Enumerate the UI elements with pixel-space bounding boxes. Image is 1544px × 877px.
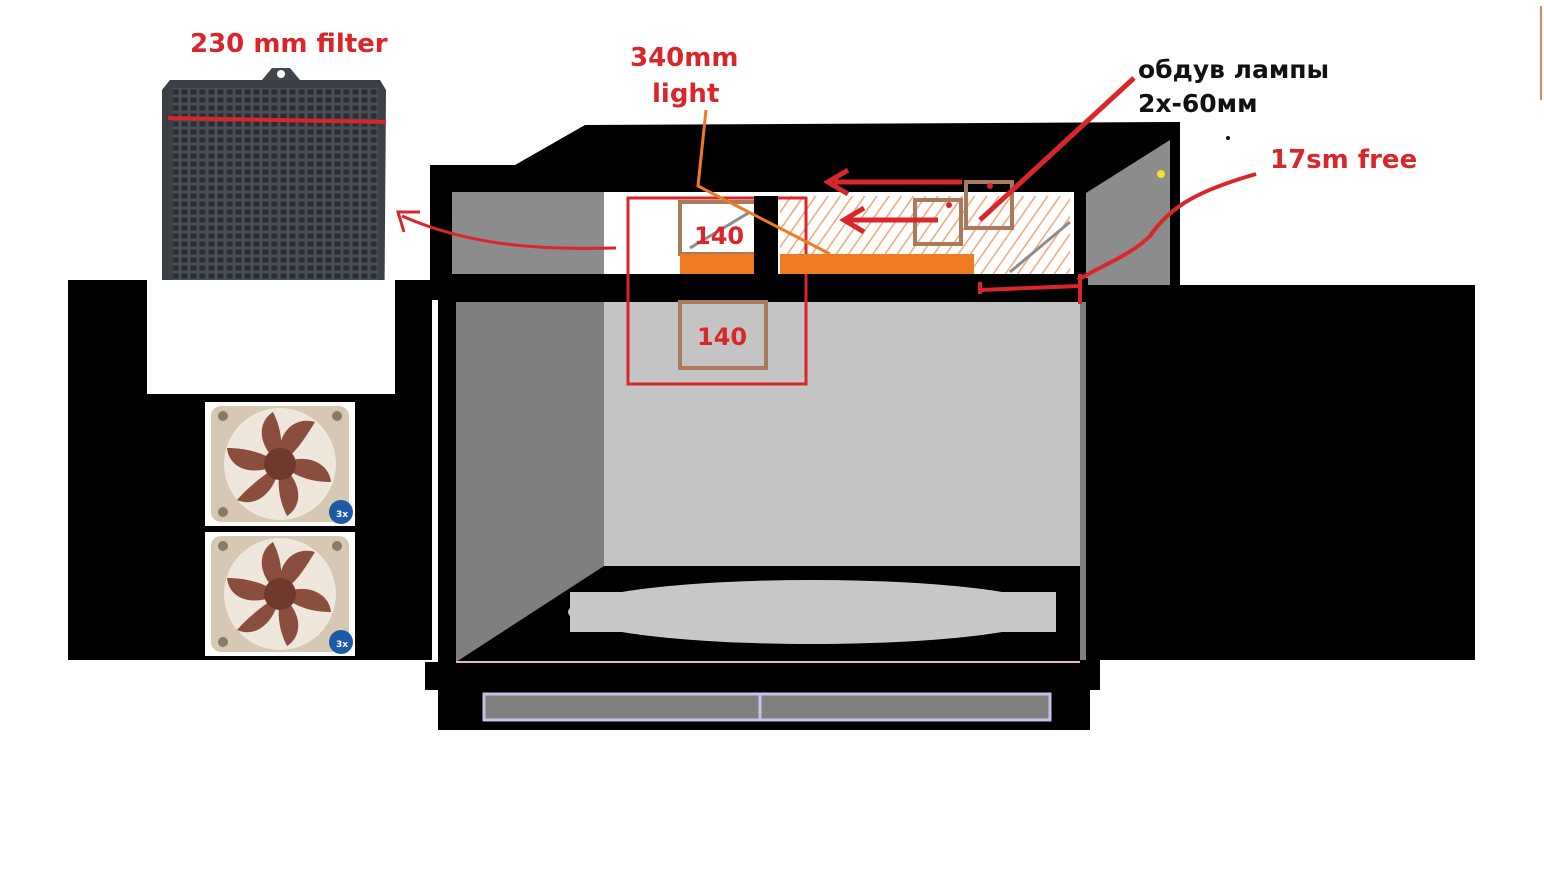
free-space-label: 17sm free: [1270, 145, 1417, 175]
light-bar: [680, 254, 754, 274]
cooling-pointer: [978, 76, 1136, 222]
light-label-line1: 340mm: [630, 43, 738, 73]
lamp-cooling-label-line2: 2x-60мм: [1138, 89, 1258, 118]
right-black-panel: [1085, 285, 1475, 660]
fan-badge-top: 3x: [336, 510, 348, 520]
light-label-line2: light: [652, 79, 719, 109]
fan-box-lower-label: 140: [697, 323, 747, 351]
light-pointer: [696, 109, 831, 256]
lamp-cooling-label-line1: обдув лампы: [1138, 55, 1329, 84]
fan-box-upper-label: 140: [694, 222, 744, 250]
exhaust-arrow: [401, 214, 617, 250]
light-bar: [780, 254, 974, 274]
fan-duct-outline: [626, 196, 808, 386]
fan-badge-bottom: 3x: [336, 640, 348, 650]
small-fan-box: [964, 180, 1014, 230]
filter-label: 230 mm filter: [190, 29, 388, 59]
fan-icon: [205, 532, 355, 656]
free-space-dimension: [978, 274, 1082, 304]
fan-icon: [205, 402, 355, 526]
fan-box-lower: [678, 300, 768, 370]
free-space-pointer: [1076, 172, 1257, 282]
airflow-arrows: [823, 167, 962, 235]
